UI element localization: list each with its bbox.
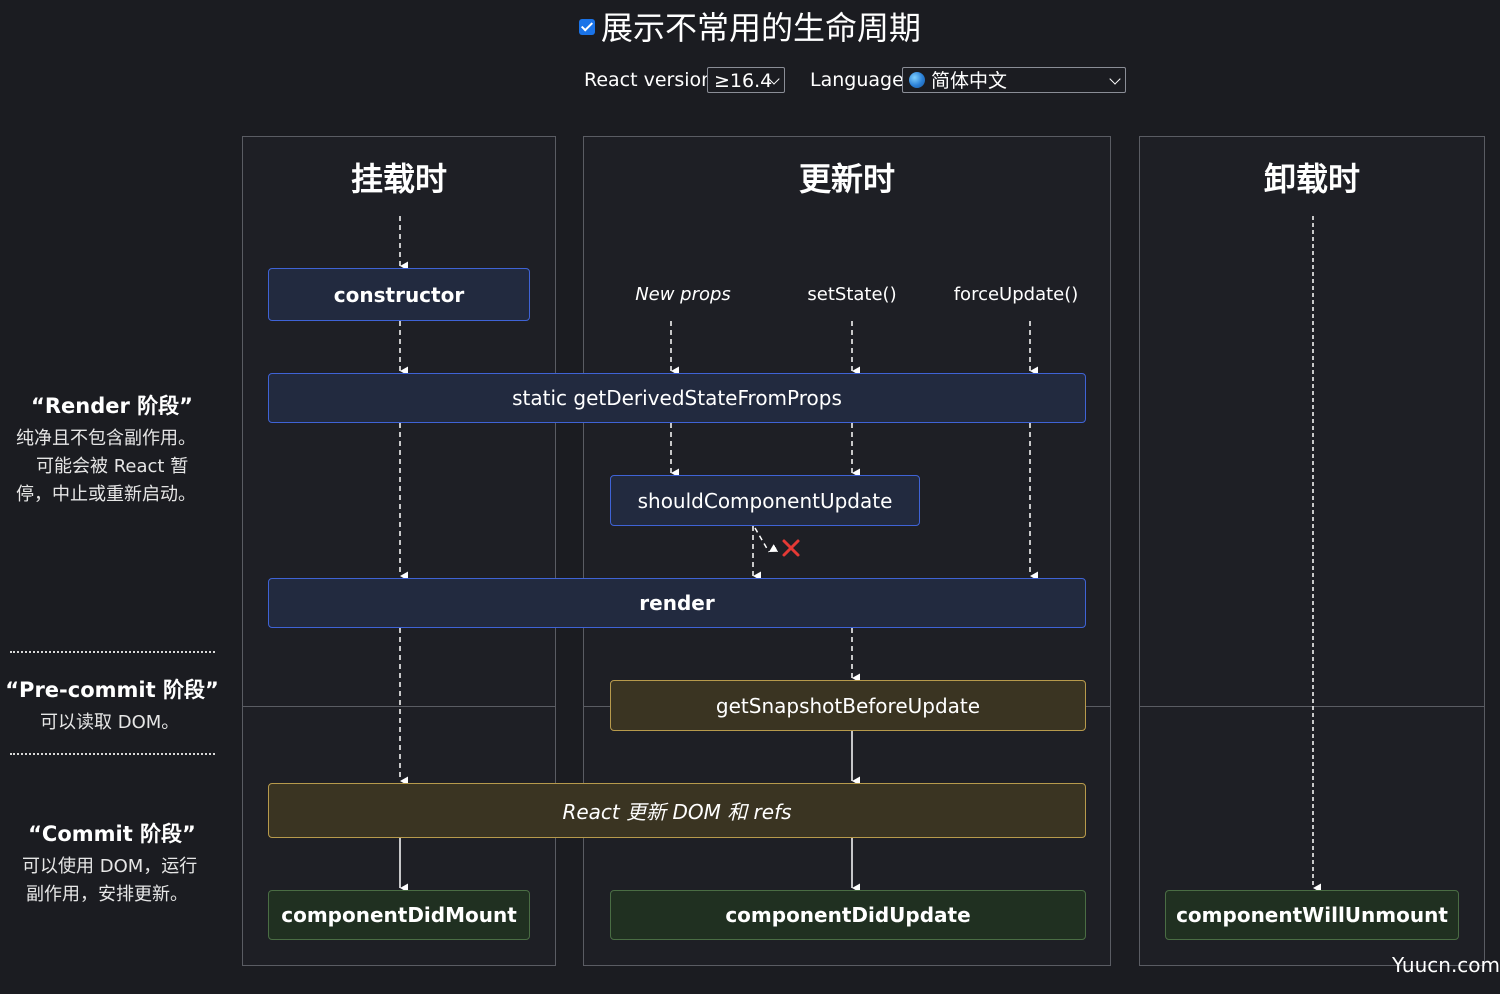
unmounting-phase-divider — [1140, 706, 1484, 707]
arrow-scu-cancel — [754, 527, 769, 553]
trigger-set-state: setState() — [807, 284, 897, 305]
component-did-mount-label: componentDidMount — [281, 903, 517, 927]
get-derived-state-from-props-label: static getDerivedStateFromProps — [512, 386, 842, 410]
mounting-column-title: 挂载时 — [350, 160, 447, 198]
commit-phase-line-1: 可以使用 DOM，运行 — [22, 856, 198, 877]
phase-divider-1 — [10, 651, 215, 653]
get-snapshot-before-update-label: getSnapshotBeforeUpdate — [715, 693, 981, 718]
render-phase-line-3: 停，中止或重新启动。 — [16, 484, 196, 505]
phase-divider-2 — [10, 753, 215, 755]
trigger-new-props: New props — [635, 284, 731, 305]
react-updates-dom-box: React 更新 DOM 和 refs — [268, 783, 1086, 838]
get-snapshot-before-update-box: getSnapshotBeforeUpdate — [610, 680, 1086, 731]
language-select[interactable]: 简体中文 — [902, 67, 1126, 93]
get-derived-state-from-props-box: static getDerivedStateFromProps — [268, 373, 1086, 423]
constructor-box: constructor — [268, 268, 530, 321]
cancel-x-icon — [782, 539, 800, 557]
react-version-label: React version — [584, 69, 714, 91]
mounting-phase-divider — [243, 706, 555, 707]
component-will-unmount-label: componentWillUnmount — [1176, 903, 1448, 927]
commit-phase-title: “Commit 阶段” — [28, 822, 196, 846]
language-label: Language — [810, 69, 904, 91]
watermark: Yuucn.com — [1392, 953, 1500, 977]
render-phase-line-1: 纯净且不包含副作用。 — [16, 428, 196, 449]
should-component-update-label: shouldComponentUpdate — [637, 488, 893, 513]
precommit-phase-title: “Pre-commit 阶段” — [5, 678, 219, 702]
unmounting-column: 卸载时 — [1139, 136, 1485, 966]
page-title: 展示不常用的生命周期 — [600, 9, 921, 47]
show-uncommon-lifecycles-checkbox[interactable] — [578, 19, 595, 35]
react-version-value: ≥16.4 — [714, 70, 773, 92]
react-version-select[interactable]: ≥16.4 — [707, 67, 785, 93]
render-box: render — [268, 578, 1086, 628]
render-phase-line-2: 可能会被 React 暂 — [36, 456, 189, 477]
should-component-update-box: shouldComponentUpdate — [610, 475, 920, 526]
page-title-row: 展示不常用的生命周期 — [0, 8, 1500, 48]
updating-column-title: 更新时 — [798, 160, 895, 198]
component-did-mount-box: componentDidMount — [268, 890, 530, 940]
commit-phase-line-2: 副作用，安排更新。 — [26, 884, 188, 905]
render-phase-title: “Render 阶段” — [31, 394, 193, 418]
constructor-label: constructor — [333, 282, 465, 307]
unmounting-column-title: 卸载时 — [1263, 160, 1360, 198]
component-did-update-label: componentDidUpdate — [725, 903, 971, 927]
render-label: render — [639, 591, 715, 615]
globe-icon — [909, 71, 925, 88]
trigger-force-update: forceUpdate() — [953, 284, 1079, 305]
precommit-phase-line-1: 可以读取 DOM。 — [40, 712, 180, 733]
component-did-update-box: componentDidUpdate — [610, 890, 1086, 940]
language-value: 简体中文 — [931, 70, 1008, 92]
component-will-unmount-box: componentWillUnmount — [1165, 890, 1459, 940]
react-updates-dom-label: React 更新 DOM 和 refs — [562, 800, 792, 824]
